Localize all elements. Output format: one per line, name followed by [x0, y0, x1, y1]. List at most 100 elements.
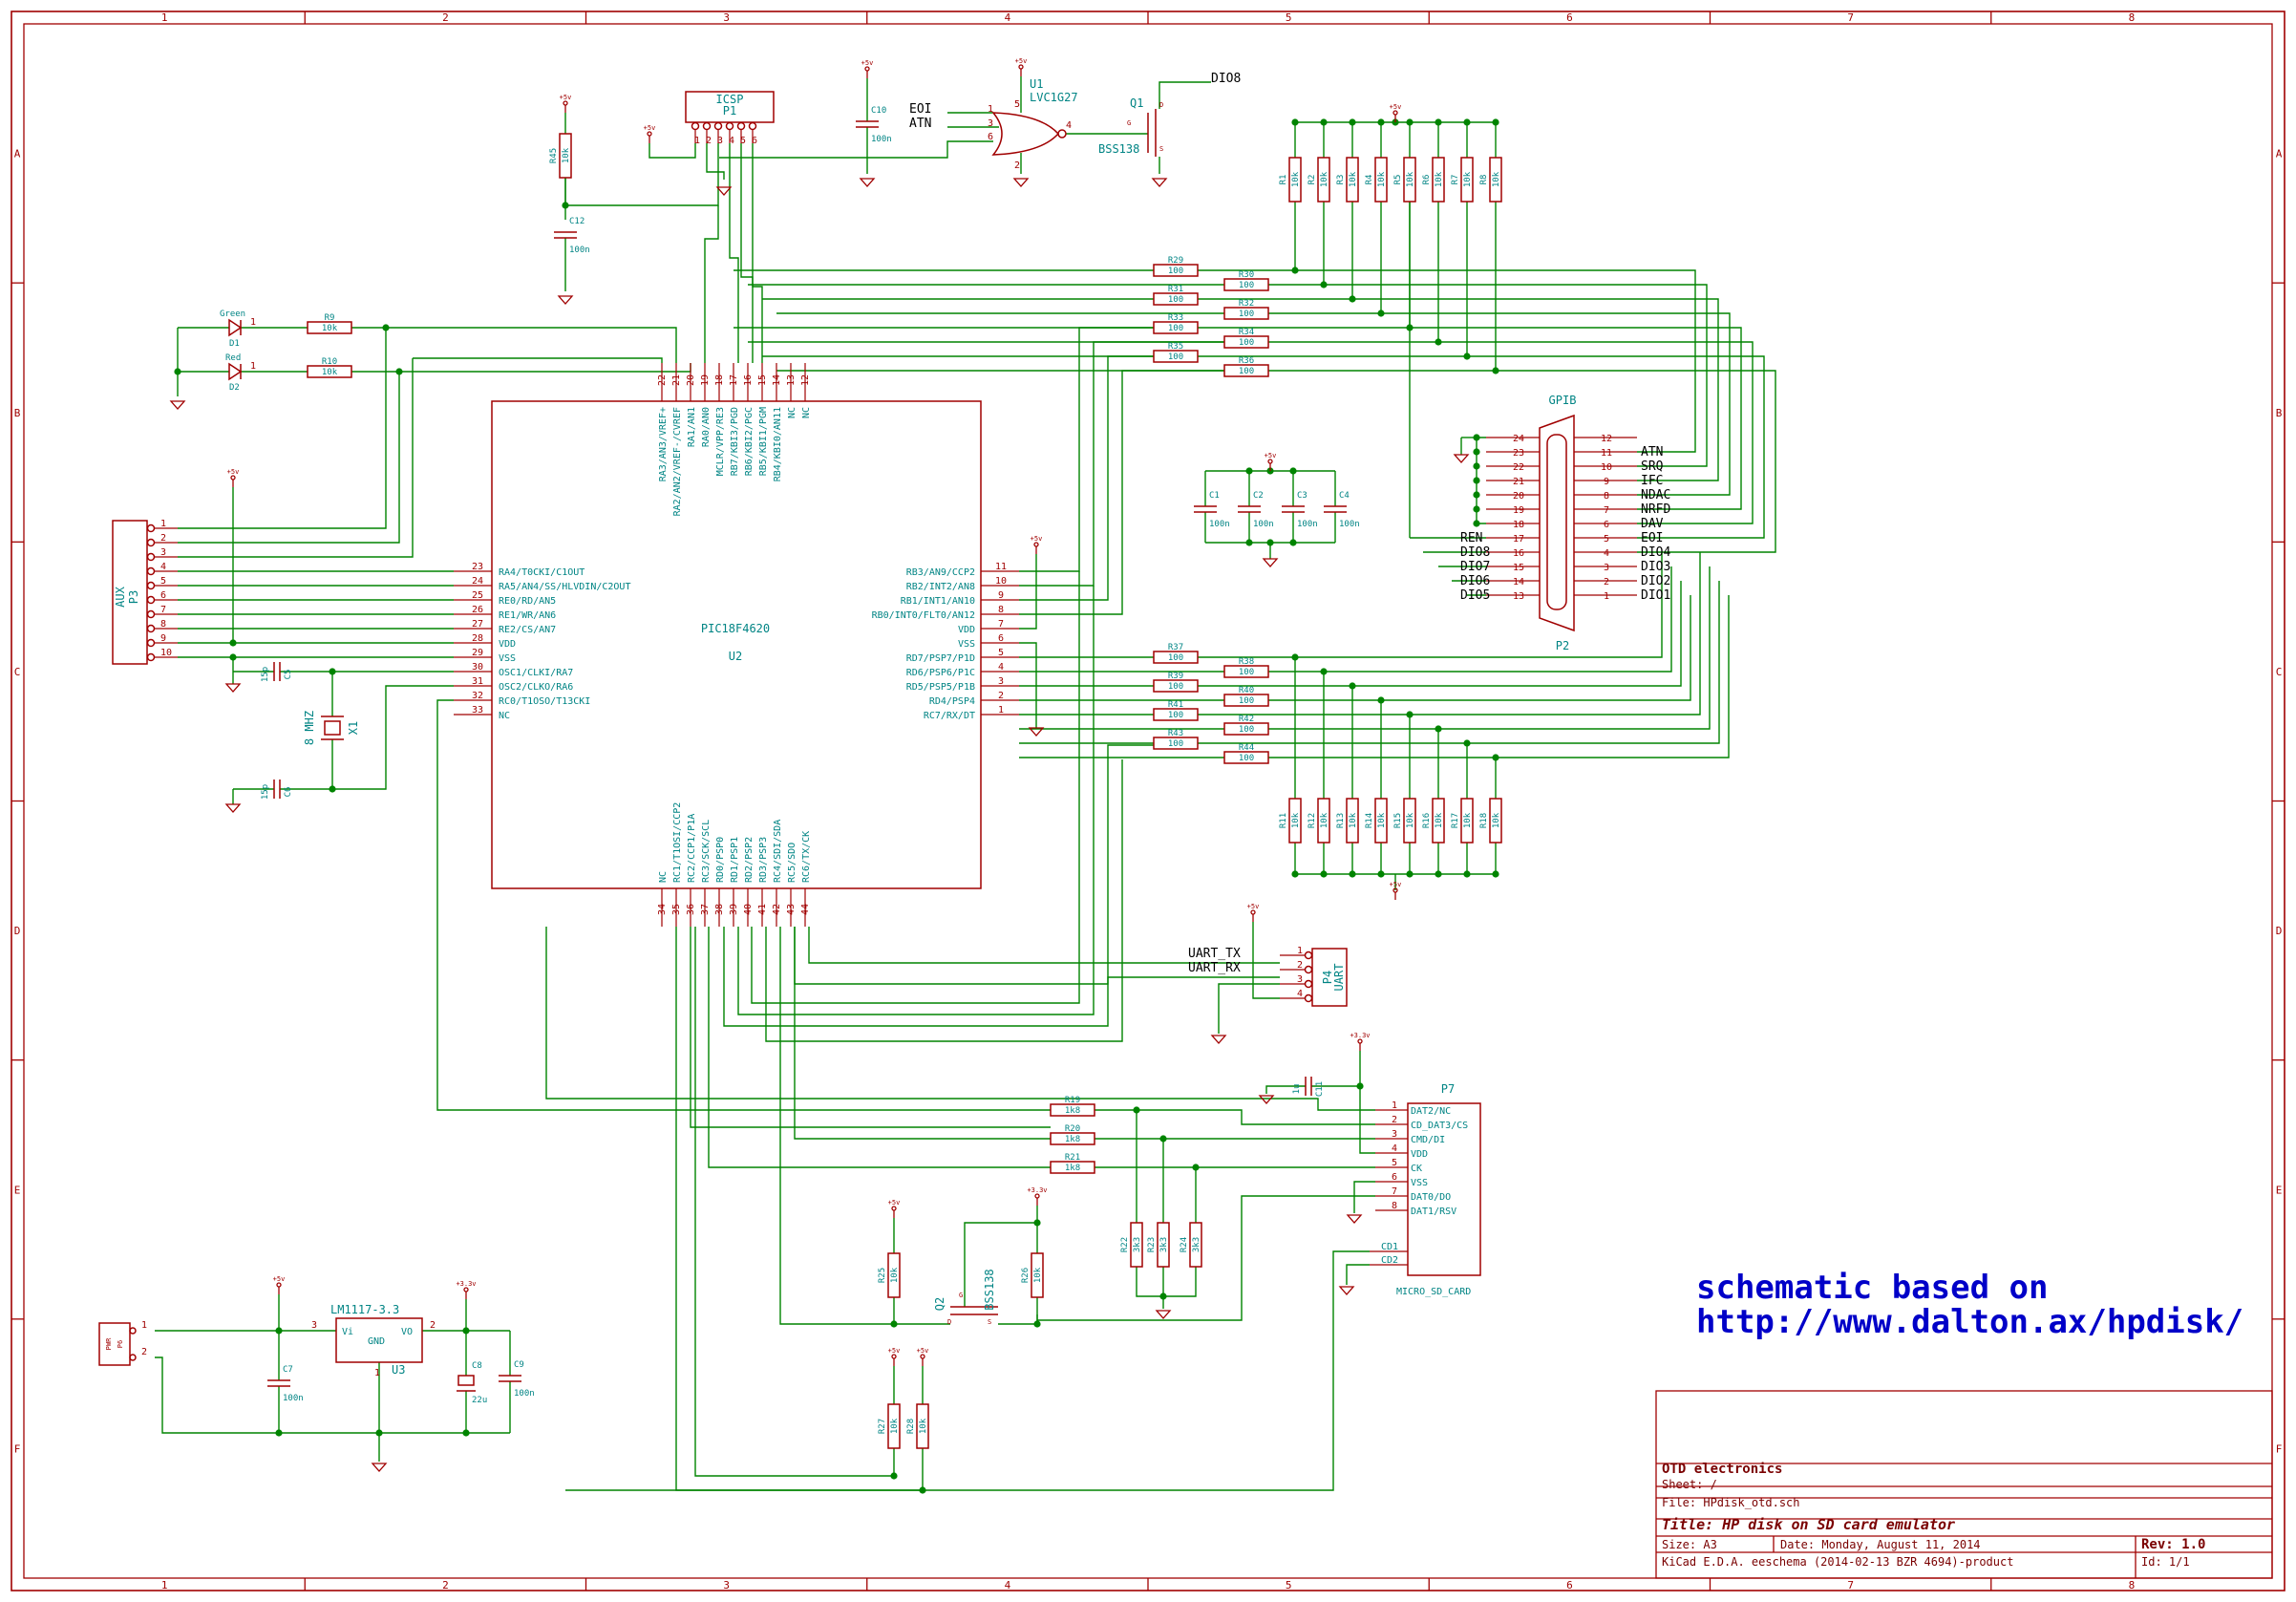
capacitor-value: 100n: [514, 1389, 535, 1399]
mcu-pin-num: 38: [714, 904, 725, 915]
power-label: +5v: [560, 94, 572, 101]
q1-ref: Q1: [1130, 96, 1143, 110]
resistor-ref: R8: [1479, 175, 1489, 185]
mcu-pin-name: RC7/RX/DT: [924, 711, 975, 721]
mcu-pin-name: RD4/PSP4: [929, 696, 975, 707]
wire: [1352, 298, 1719, 481]
aux-pin-num: 8: [160, 619, 166, 630]
col-label-top: 5: [1286, 11, 1292, 24]
resistor-value: 10k: [1435, 171, 1444, 187]
mcu-pin-name: RC4/SDI/SDA: [773, 820, 783, 883]
wire: [1410, 327, 1742, 510]
tb-date: Date: Monday, August 11, 2014: [1780, 1538, 1981, 1551]
pwr-pin-1: 1: [141, 1320, 147, 1331]
mcu-pin-num: 18: [714, 374, 725, 386]
sd-pin-name: VSS: [1411, 1178, 1428, 1188]
resistor-value: 10k: [562, 147, 571, 163]
wire: [719, 140, 993, 159]
wire: [1095, 1109, 1375, 1125]
resistor-value: 100: [1239, 310, 1254, 319]
capacitor-value: 100n: [1339, 520, 1360, 529]
aux-pin-pad: [146, 538, 156, 547]
mcu-pins: 23RA4/T0CKI/C1OUT24RA5/AN4/SS/HLVDIN/C2O…: [454, 363, 1019, 927]
mcu-pin-num: 2: [998, 691, 1004, 701]
gpib-pin-num: 19: [1513, 505, 1524, 516]
ground-symbol: [715, 186, 733, 196]
power-label: +3.3v: [1027, 1186, 1047, 1194]
ground-symbol: [169, 400, 186, 410]
resistor-R11: [1288, 798, 1302, 844]
capacitor-ref: C2: [1253, 491, 1264, 501]
q1-pin-g: G: [1127, 119, 1131, 127]
aux-ref: P3: [127, 590, 140, 604]
resistor-value: 10k: [1435, 812, 1444, 828]
gpib-pin-num: 9: [1604, 477, 1609, 487]
uart-pin-pad: [1304, 965, 1313, 974]
mcu-pin-num: 30: [472, 662, 483, 673]
gpib-connector: GPIB P2 2423222120191817REN16DIO815DIO71…: [1460, 394, 1670, 652]
power-label: +5v: [1031, 535, 1043, 543]
mcu-pin-name: RC3/SCK/SCL: [701, 820, 712, 883]
mcu-pin-num: 27: [472, 619, 483, 630]
resistor-R1: [1288, 157, 1302, 203]
resistor-R36: [1223, 364, 1269, 377]
resistor-value: 100: [1239, 696, 1254, 706]
resistor-value: 10k: [1320, 171, 1329, 187]
power-label: +5v: [273, 1275, 286, 1283]
wire: [413, 357, 663, 363]
mcu-pin-name: RE2/CS/AN7: [499, 625, 556, 635]
gate-value: LVC1G27: [1030, 91, 1078, 104]
aux-pin-num: 10: [160, 648, 172, 658]
icsp-pin-pad: [691, 121, 700, 131]
col-label-bottom: 4: [1005, 1579, 1011, 1591]
power-symbol-ring: [1018, 64, 1024, 70]
resistor-ref: R9: [325, 313, 335, 323]
resistor-value: 1k8: [1065, 1164, 1080, 1173]
aux-pin-pad: [146, 652, 156, 662]
capacitor-ref: C3: [1297, 491, 1307, 501]
sd-pin-name: CD_DAT3/CS: [1411, 1121, 1468, 1131]
tb-file: File: HPdisk_otd.sch: [1662, 1496, 1800, 1509]
resistor-R41: [1153, 708, 1199, 721]
ground-symbol: [859, 178, 876, 187]
junction: [1033, 1320, 1041, 1328]
col-label-top: 8: [2129, 11, 2136, 24]
capacitor-value: 15p: [261, 784, 270, 800]
wire: [706, 143, 725, 180]
resistor-R17: [1460, 798, 1474, 844]
row-label-left: E: [14, 1184, 21, 1196]
mcu-pin-num: 7: [998, 619, 1004, 630]
pwr-connector: PWR P6 1 2: [98, 1320, 147, 1366]
nor-gate-u1: U1 LVC1G27 EOI ATN 1 3 6 4 5 2: [909, 77, 1078, 171]
capacitor-ref: C4: [1339, 491, 1350, 501]
mcu-pin-name: OSC1/CLKI/RA7: [499, 668, 573, 678]
col-label-bottom: 8: [2129, 1579, 2136, 1591]
aux-pin-pad: [146, 552, 156, 562]
tb-title: Title: HP disk on SD card emulator: [1662, 1516, 1955, 1533]
resistor-value: 10k: [1033, 1267, 1043, 1283]
wire: [998, 1297, 1038, 1325]
resistor-value: 100: [1239, 754, 1254, 763]
capacitor-ref: C10: [871, 106, 886, 116]
aux-pin-num: 3: [160, 547, 166, 558]
gpib-pin-num: 21: [1513, 477, 1524, 487]
power-label: +5v: [644, 124, 656, 132]
wire: [1019, 370, 1224, 615]
wire: [1410, 552, 1701, 716]
reg-pin-2: 2: [430, 1320, 436, 1331]
wire: [1019, 327, 1154, 572]
col-label-top: 4: [1005, 11, 1011, 24]
power-symbol-ring: [1250, 909, 1256, 915]
resistor-ref: R40: [1239, 686, 1254, 695]
resistor-value: 100: [1168, 739, 1183, 749]
led-d2: Red D2 1: [225, 353, 256, 393]
row-label-right: E: [2276, 1184, 2283, 1196]
row-label-right: B: [2276, 407, 2283, 419]
junction: [462, 1429, 470, 1437]
mcu-u2: U2 PIC18F4620 23RA4/T0CKI/C1OUT24RA5/AN4…: [454, 363, 1019, 927]
d2-pin: 1: [250, 361, 256, 372]
uart-pin-pad: [1304, 951, 1313, 960]
mcu-pin-num: 9: [998, 590, 1004, 601]
resistor-value: 10k: [322, 324, 338, 333]
icsp-pin-num: 3: [717, 136, 723, 146]
